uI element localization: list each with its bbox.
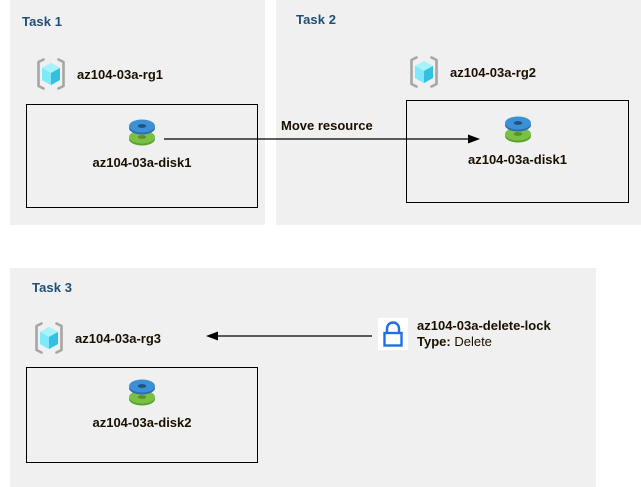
panel-title-task2: Task 2	[296, 12, 337, 27]
resource-label-task2: az104-03a-disk1	[467, 152, 567, 167]
resource-label-task1: az104-03a-disk1	[92, 155, 192, 170]
panel-task2	[276, 0, 641, 225]
resource-box-task3	[26, 367, 258, 463]
lock-name: az104-03a-delete-lock	[417, 318, 551, 333]
resource-group-label-task2: az104-03a-rg2	[450, 64, 536, 80]
lock-type-key: Type:	[417, 334, 455, 349]
lock-text-block: az104-03a-delete-lock Type: Delete	[417, 318, 551, 350]
resource-label-task3: az104-03a-disk2	[92, 415, 192, 430]
resource-task3: az104-03a-disk2	[26, 373, 258, 430]
delete-lock-annotation: az104-03a-delete-lock Type: Delete	[378, 318, 551, 350]
panel-task1	[10, 0, 265, 225]
resource-box-task2	[406, 100, 629, 203]
resource-box-task1	[26, 104, 258, 208]
connector-label-move: Move resource	[281, 118, 373, 133]
panel-task3	[10, 268, 596, 487]
lock-icon	[378, 318, 408, 350]
panel-title-task1: Task 1	[22, 14, 63, 29]
resource-group-task1: az104-03a-rg1	[33, 56, 163, 92]
resource-group-label-task1: az104-03a-rg1	[77, 66, 163, 82]
managed-disk-icon	[26, 113, 258, 153]
panel-title-task3: Task 3	[32, 280, 73, 295]
resource-task1: az104-03a-disk1	[26, 113, 258, 170]
resource-group-icon	[33, 56, 69, 92]
resource-group-task2: az104-03a-rg2	[406, 54, 536, 90]
lock-type-value: Delete	[454, 334, 492, 349]
resource-group-icon	[406, 54, 442, 90]
managed-disk-icon	[26, 373, 258, 413]
resource-task2: az104-03a-disk1	[406, 110, 629, 167]
arrow-delete-lock	[206, 331, 372, 341]
resource-group-icon	[31, 320, 67, 356]
resource-group-label-task3: az104-03a-rg3	[75, 330, 161, 346]
managed-disk-icon	[406, 110, 629, 150]
resource-group-task3: az104-03a-rg3	[31, 320, 161, 356]
lock-type-line: Type: Delete	[417, 334, 551, 350]
arrow-move-resource	[164, 134, 480, 144]
